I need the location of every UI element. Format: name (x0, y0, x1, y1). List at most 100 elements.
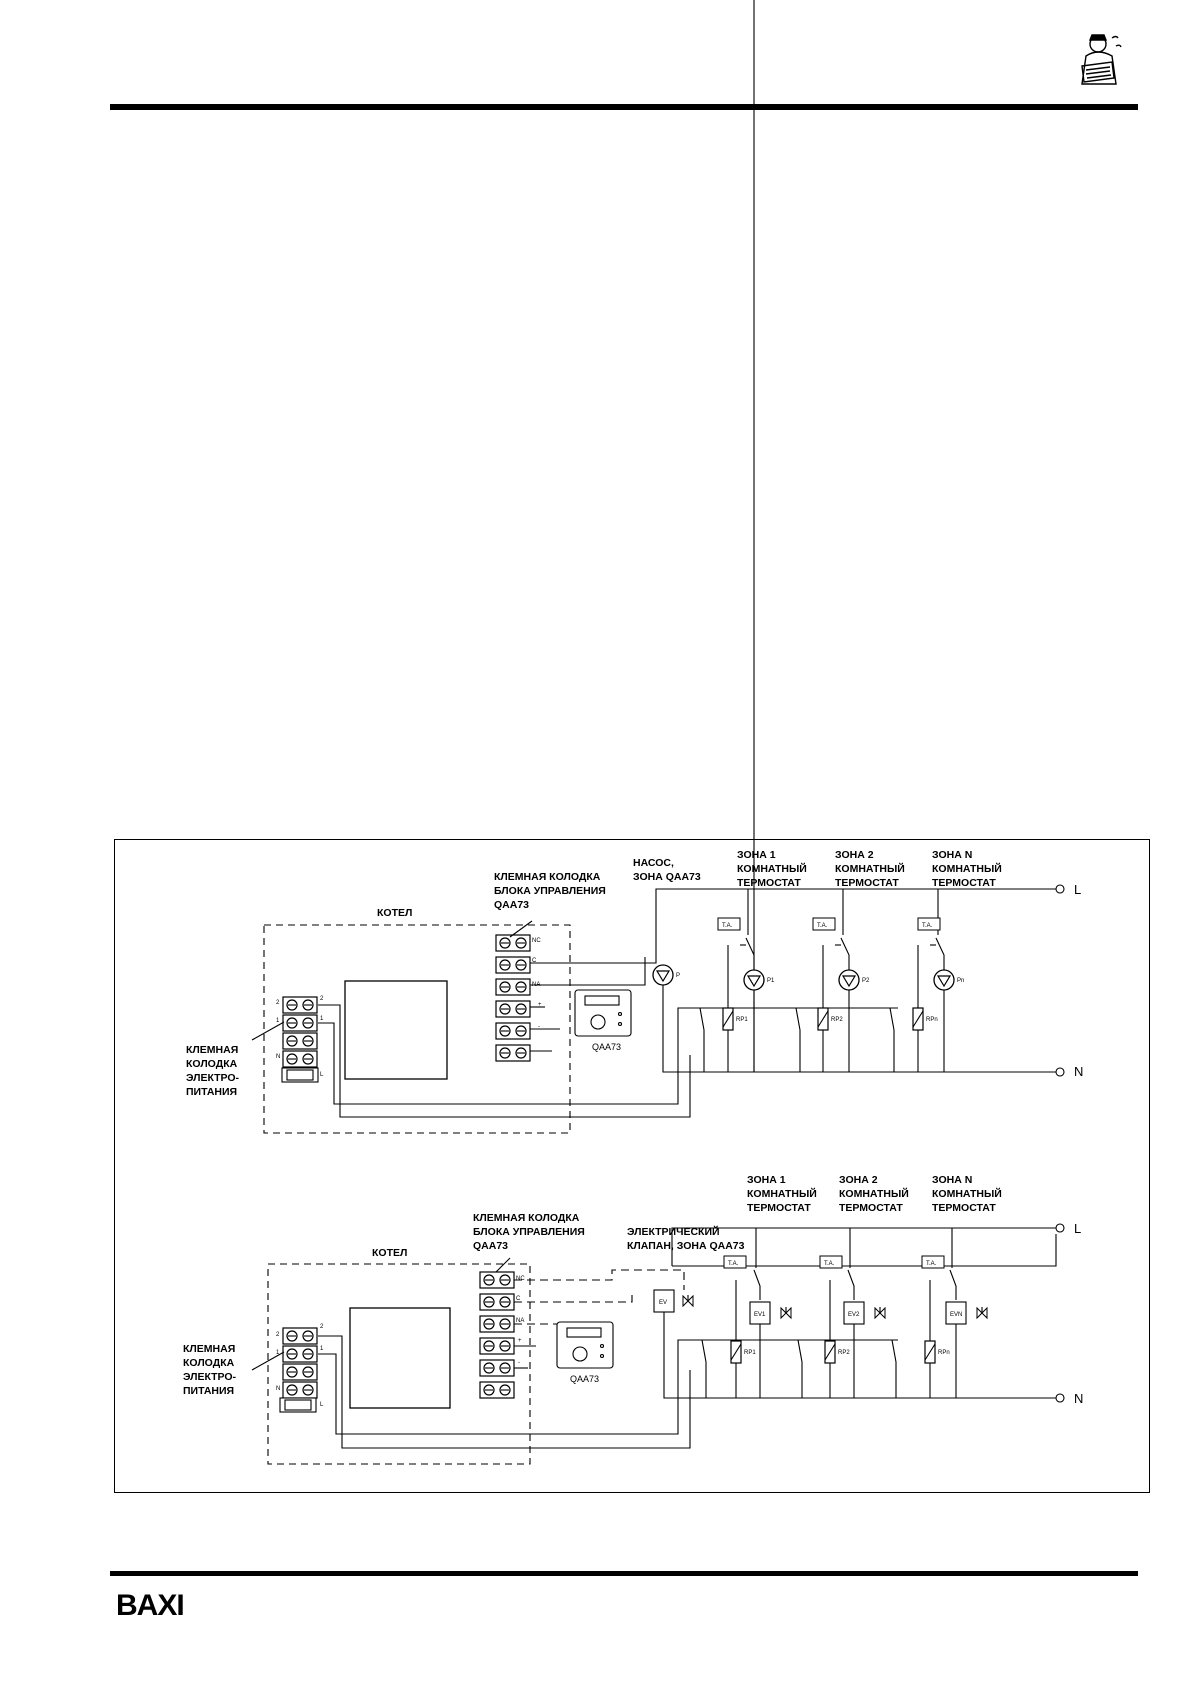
boiler-outline-2 (267, 1263, 531, 1465)
terminal-minus-1: - (538, 1024, 540, 1030)
boiler-display-2 (349, 1307, 451, 1409)
pump-pn-label: Pn (957, 978, 964, 984)
power-term-1a-2: 1 (276, 1350, 280, 1356)
relay-rpn-label-2: RPn (938, 1350, 950, 1356)
power-term-l-1: L (320, 1072, 324, 1078)
power-block-label-2b: КОЛОДКА (183, 1357, 235, 1369)
control-block-label-1a: КЛЕМНАЯ КОЛОДКА (494, 871, 601, 883)
terminal-minus-2: - (518, 1360, 520, 1366)
qaa73-controller-1 (574, 989, 632, 1037)
boiler-outline-1 (263, 924, 571, 1134)
relay-rpn-label-1: RPn (926, 1017, 938, 1023)
control-terminal-block-1 (495, 934, 531, 1062)
power-term-2b-2: 2 (320, 1324, 324, 1330)
power-block-label-2d: ПИТАНИЯ (183, 1385, 234, 1397)
zoneN-label-1c: ТЕРМОСТАТ (932, 877, 996, 889)
valve-ev2-label: EV2 (848, 1312, 860, 1318)
pump-p2-label: P2 (862, 978, 870, 984)
thermostat-1-2: T.A. (728, 1261, 739, 1267)
qaa73-controller-2 (556, 1321, 614, 1369)
power-term-2a-1: 2 (276, 1000, 280, 1006)
pump-label-1a: НАСОС, (633, 857, 674, 869)
zone1-label-2c: ТЕРМОСТАТ (747, 1202, 811, 1214)
control-block-label-2a: КЛЕМНАЯ КОЛОДКА (473, 1212, 580, 1224)
control-terminal-block-2 (479, 1271, 515, 1399)
control-block-label-1b: БЛОКА УПРАВЛЕНИЯ (494, 885, 606, 897)
boiler-label-2: КОТЕЛ (372, 1247, 407, 1259)
terminal-plus-2: + (518, 1338, 522, 1344)
zone2-label-2c: ТЕРМОСТАТ (839, 1202, 903, 1214)
zone1-label-2a: ЗОНА 1 (747, 1174, 786, 1186)
power-term-2b-1: 2 (320, 996, 324, 1002)
brand-logo: BAXI (116, 1589, 185, 1622)
line-L-1: L (1074, 882, 1081, 897)
power-term-1b-2: 1 (320, 1346, 324, 1352)
zoneN-label-2c: ТЕРМОСТАТ (932, 1202, 996, 1214)
control-block-label-1c: QAA73 (494, 899, 529, 911)
relay-rp1-label-2: RP1 (744, 1350, 756, 1356)
zoneN-label-2a: ЗОНА N (932, 1174, 972, 1186)
terminal-nc-2: NC (516, 1276, 525, 1282)
valve-ev2 (843, 1301, 865, 1325)
zone2-label-1b: КОМНАТНЫЙ (835, 862, 905, 875)
technician-mascot-icon (1081, 34, 1122, 85)
zoneN-label-1b: КОМНАТНЫЙ (932, 862, 1002, 875)
controller-label-2: QAA73 (570, 1374, 599, 1384)
diagram-2 (251, 1223, 1065, 1465)
pump-label-1b: ЗОНА QAA73 (633, 871, 701, 883)
boiler-label-1: КОТЕЛ (377, 907, 412, 919)
zone2-label-2b: КОМНАТНЫЙ (839, 1187, 909, 1200)
line-N-1: N (1074, 1064, 1083, 1079)
power-term-l-2: L (320, 1402, 324, 1408)
line-L-2: L (1074, 1221, 1081, 1236)
zone1-label-1b: КОМНАТНЫЙ (737, 862, 807, 875)
terminal-na-1: NA (532, 982, 540, 988)
zoneN-label-2b: КОМНАТНЫЙ (932, 1187, 1002, 1200)
power-term-1b-1: 1 (320, 1016, 324, 1022)
power-terminal-block-1 (281, 996, 319, 1083)
boiler-display-1 (344, 980, 448, 1080)
thermostat-n-2: T.A. (926, 1261, 937, 1267)
line-N-2: N (1074, 1391, 1083, 1406)
control-block-label-2b: БЛОКА УПРАВЛЕНИЯ (473, 1226, 585, 1238)
power-block-label-1a: КЛЕМНАЯ (186, 1044, 238, 1056)
diagram-1 (251, 0, 1065, 1134)
relay-rp2-label-2: RP2 (838, 1350, 850, 1356)
valve-evn-label: EVN (950, 1312, 962, 1318)
control-block-label-2c: QAA73 (473, 1240, 508, 1252)
footer-rule (110, 1571, 1138, 1576)
power-term-2a-2: 2 (276, 1332, 280, 1338)
valve-label-2a: ЭЛЕКТРИЧЕСКИЙ (627, 1225, 720, 1238)
terminal-c-2: C (516, 1296, 521, 1302)
zone2-label-2a: ЗОНА 2 (839, 1174, 878, 1186)
zone1-label-1a: ЗОНА 1 (737, 849, 776, 861)
header-rule (110, 104, 1138, 110)
thermostat-n-1: T.A. (922, 923, 933, 929)
terminal-nc-1: NC (532, 938, 541, 944)
zone-lines-2 (701, 1228, 957, 1398)
zoneN-label-1a: ЗОНА N (932, 849, 972, 861)
zone1-label-2b: КОМНАТНЫЙ (747, 1187, 817, 1200)
pump-p-label: P (676, 973, 680, 979)
relay-rp2-label-1: RP2 (831, 1017, 843, 1023)
power-block-label-1c: ЭЛЕКТРО- (186, 1072, 240, 1084)
power-block-label-1d: ПИТАНИЯ (186, 1086, 237, 1098)
terminal-plus-1: + (538, 1002, 542, 1008)
valve-evn (945, 1301, 967, 1325)
power-term-n-1: N (276, 1054, 280, 1060)
power-term-1a-1: 1 (276, 1018, 280, 1024)
relay-rp1-label-1: RP1 (736, 1017, 748, 1023)
thermostat-2-2: T.A. (824, 1261, 835, 1267)
diagram-frame (114, 839, 1150, 1493)
zone2-label-1a: ЗОНА 2 (835, 849, 874, 861)
power-block-label-2c: ЭЛЕКТРО- (183, 1371, 237, 1383)
pump-p1-label: P1 (767, 978, 775, 984)
power-block-label-1b: КОЛОДКА (186, 1058, 238, 1070)
thermostat-1-1: T.A. (722, 923, 733, 929)
controller-label-1: QAA73 (592, 1042, 621, 1052)
valve-label-2b: КЛАПАН, ЗОНА QAA73 (627, 1240, 745, 1252)
zone1-label-1c: ТЕРМОСТАТ (737, 877, 801, 889)
power-block-label-2a: КЛЕМНАЯ (183, 1343, 235, 1355)
valve-ev1-label: EV1 (754, 1312, 766, 1318)
